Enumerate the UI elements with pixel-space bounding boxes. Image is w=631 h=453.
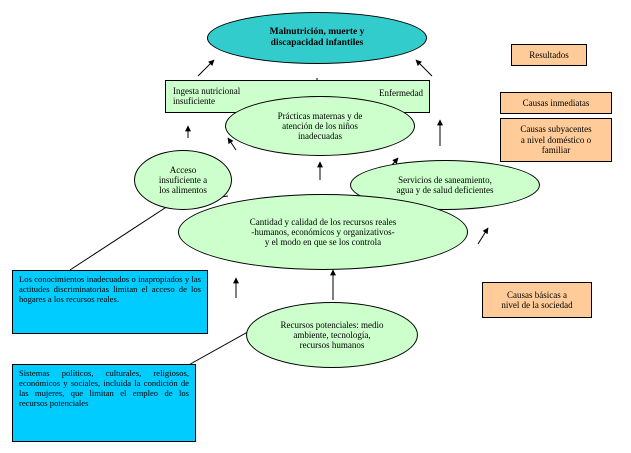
- practices-label: Prácticas maternas y de atención de los …: [277, 110, 363, 142]
- legend-basic-label: Causas básicas a nivel de la sociedad: [501, 289, 573, 310]
- legend-underlying-label: Causas subyacentes a nivel doméstico o f…: [520, 124, 592, 156]
- legend-results-label: Resultados: [529, 49, 569, 60]
- systems-text: Sistemas políticos, culturales, religios…: [19, 368, 189, 408]
- knowledge-note: Los conocimientos inadecuados o inapropi…: [12, 270, 208, 334]
- disease-label: Enfermedad: [379, 88, 423, 98]
- sanitation-label: Servicios de saneamiento, agua y de salu…: [396, 174, 494, 195]
- resources-label: Cantidad y calidad de los recursos reale…: [249, 216, 397, 248]
- practices-ellipse: Prácticas maternas y de atención de los …: [225, 96, 415, 156]
- resources-ellipse: Cantidad y calidad de los recursos reale…: [178, 194, 468, 270]
- line-knowledge-to-access: [69, 205, 169, 271]
- arrow-intake-to-outcome: [197, 59, 215, 77]
- access-label: Acceso insuficiente a los alimentos: [158, 164, 208, 196]
- legend-basic: Causas básicas a nivel de la sociedad: [482, 282, 592, 318]
- arrow-access-to-practices: [227, 137, 237, 151]
- legend-results: Resultados: [511, 44, 587, 66]
- intake-label: Ingesta nutricional insuficiente: [173, 86, 241, 107]
- systems-note: Sistemas políticos, culturales, religios…: [12, 364, 196, 442]
- potential-label: Recursos potenciales: medio ambiente, te…: [280, 319, 384, 351]
- legend-immediate-label: Causas inmediatas: [522, 97, 590, 108]
- legend-immediate: Causas inmediatas: [500, 92, 612, 114]
- outcome-label: Malnutrición, muerte y discapacidad infa…: [269, 27, 365, 48]
- knowledge-text: Los conocimientos inadecuados o inapropi…: [19, 274, 201, 304]
- legend-underlying: Causas subyacentes a nivel doméstico o f…: [500, 118, 612, 162]
- arrow-disease-to-outcome: [415, 59, 433, 77]
- outcome-ellipse: Malnutrición, muerte y discapacidad infa…: [207, 12, 427, 64]
- potential-ellipse: Recursos potenciales: medio ambiente, te…: [246, 302, 418, 368]
- access-ellipse: Acceso insuficiente a los alimentos: [134, 150, 232, 210]
- arrow-right-up: [477, 227, 489, 245]
